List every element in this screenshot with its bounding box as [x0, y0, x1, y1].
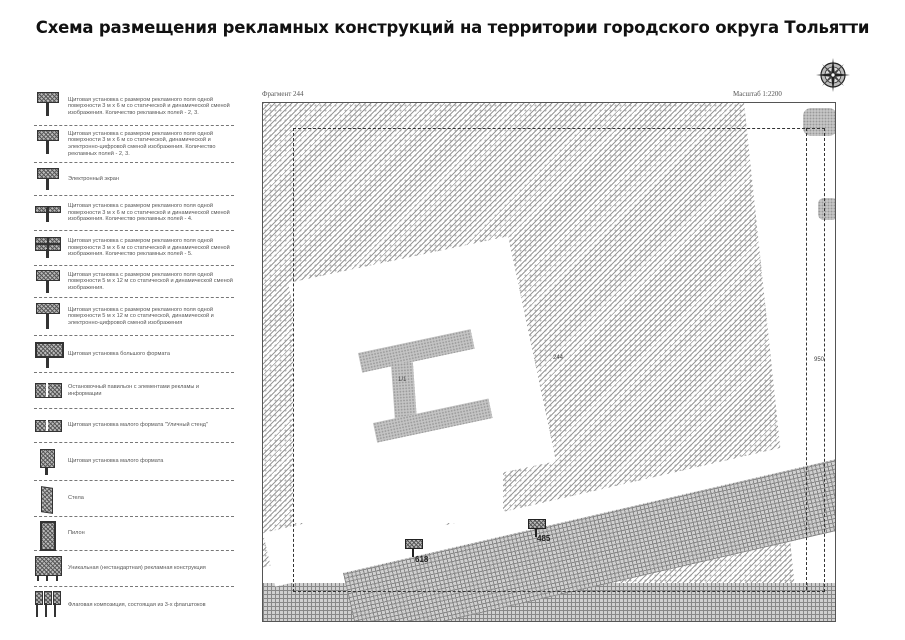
bus-stop-pavilion-icon	[34, 373, 62, 408]
pylon-icon	[34, 517, 62, 551]
billboard-5x12-static-dynamic-icon	[34, 266, 62, 297]
city-stand-icon	[34, 409, 62, 442]
legend-item: Остановочный павильон с элементами рекла…	[34, 373, 234, 409]
legend-item: Щитовая установка малого формата "Уличны…	[34, 409, 234, 443]
large-format-billboard-icon	[34, 336, 64, 372]
legend-item: Стела	[34, 481, 234, 517]
legend-item: Пилон	[34, 517, 234, 551]
legend-item: Щитовая установка с размером рекламного …	[34, 126, 234, 163]
legend: Щитовая установка с размером рекламного …	[34, 88, 234, 623]
legend-item: Щитовая установка с размером рекламного …	[34, 196, 234, 231]
fragment-boundary	[293, 128, 825, 592]
legend-item: Щитовая установка с размером рекламного …	[34, 88, 234, 126]
block-label-right: 950	[814, 357, 825, 363]
electronic-screen-icon	[34, 163, 62, 195]
building-label: 1/1	[398, 377, 407, 383]
legend-item: Флаговая композиция, состоящая из 3-х фл…	[34, 587, 234, 623]
compass-rose-icon	[815, 57, 851, 93]
legend-item: Щитовая установка с размером рекламного …	[34, 231, 234, 266]
legend-item: Щитовая установка с размером рекламного …	[34, 266, 234, 298]
fragment-label: Фрагмент 244	[262, 90, 304, 98]
small-format-billboard-icon	[34, 443, 62, 480]
billboard-3x6-static-dynamic-icon	[34, 88, 62, 125]
legend-item: Щитовая установка с размером рекламного …	[34, 298, 234, 336]
legend-item: Щитовая установка малого формата	[34, 443, 234, 481]
billboard-3x6-4-fields-icon	[34, 196, 62, 230]
billboard-3x6-5-fields-icon	[34, 231, 62, 265]
legend-item: Уникальная (нестандартная) рекламная кон…	[34, 551, 234, 587]
billboard-5x12-digital-icon	[34, 298, 62, 335]
scale-label: Масштаб 1:2200	[733, 90, 782, 98]
legend-item: Щитовая установка большого формата	[34, 336, 234, 373]
stele-icon	[34, 481, 62, 516]
map-fragment[interactable]: 1/1 244 950 618 485	[262, 102, 836, 622]
block-label-center: 244	[553, 355, 564, 361]
flag-composition-icon	[34, 587, 62, 623]
page-title: Схема размещения рекламных конструкций н…	[35, 18, 870, 37]
legend-item: Электронный экран	[34, 163, 234, 196]
billboard-3x6-digital-icon	[34, 126, 62, 162]
unique-structure-icon	[34, 551, 62, 586]
